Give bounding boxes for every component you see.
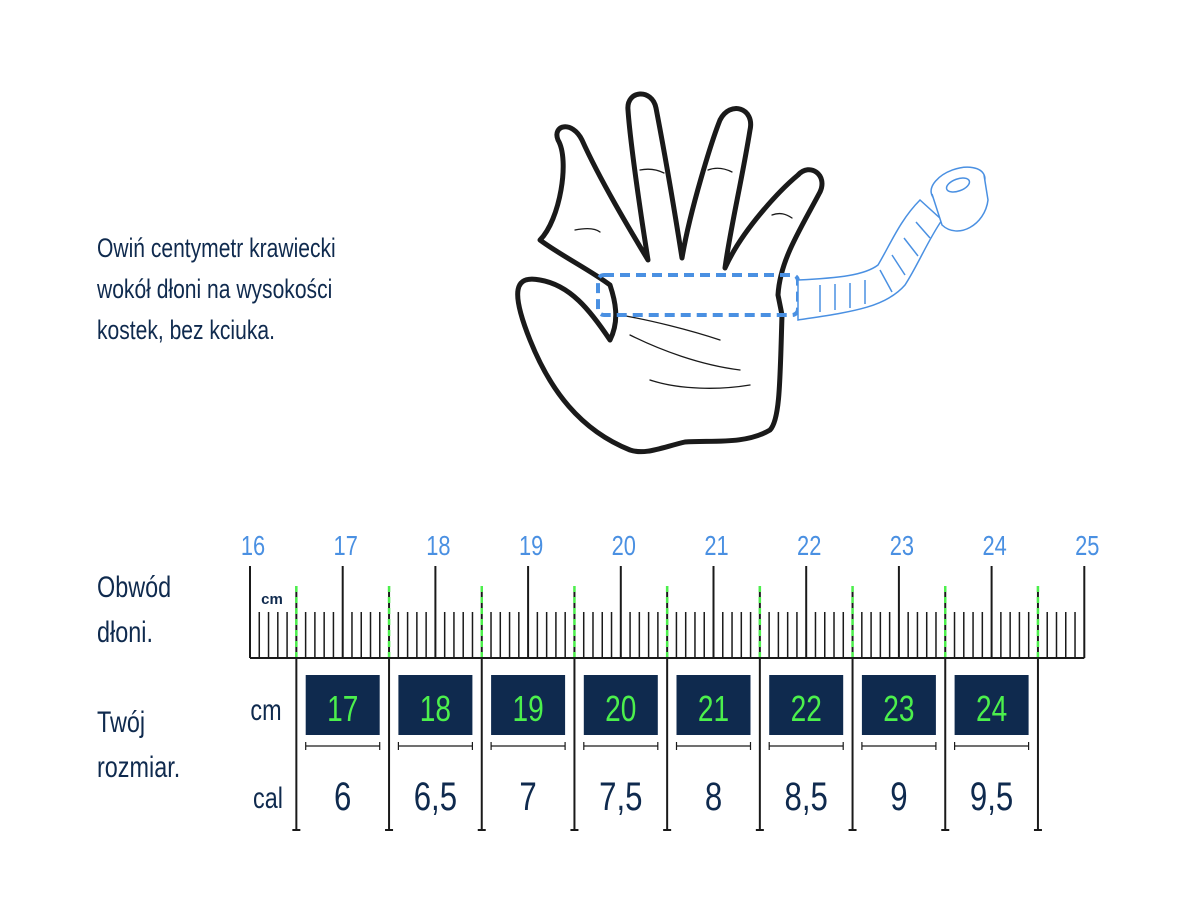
size-cm-value: 23 xyxy=(883,689,914,729)
ruler-number: 23 xyxy=(890,530,914,561)
ruler-number: 22 xyxy=(797,530,821,561)
size-inch-value: 9 xyxy=(890,774,907,819)
measuring-tape-icon xyxy=(797,166,989,321)
size-cm-value: 19 xyxy=(512,689,543,729)
hand-illustration xyxy=(515,91,989,455)
size-cm-value: 17 xyxy=(327,689,358,729)
ruler-number: 20 xyxy=(612,530,636,561)
circumference-label-line: dłoni. xyxy=(97,616,153,649)
size-cm-value: 22 xyxy=(791,689,822,729)
size-inch-value: 7 xyxy=(519,774,536,819)
size-label-line: rozmiar. xyxy=(97,751,181,784)
size-cm-value: 24 xyxy=(976,689,1007,729)
ruler-number: 21 xyxy=(704,530,728,561)
size-cm-box xyxy=(491,675,566,735)
size-inch-value: 9,5 xyxy=(970,774,1013,819)
ruler-unit-label: cm xyxy=(261,591,283,608)
size-cm-box xyxy=(398,675,473,735)
ruler: 16 17 18 19 20 21 22 23 24 25 cm xyxy=(241,530,1099,659)
size-cm-value: 20 xyxy=(605,689,636,729)
instruction-text: Owiń centymetr krawiecki wokół dłoni na … xyxy=(97,228,336,351)
ruler-number: 24 xyxy=(982,530,1006,561)
size-inch-value: 6,5 xyxy=(414,774,457,819)
size-inch-value: 6 xyxy=(334,774,351,819)
ruler-number: 19 xyxy=(519,530,543,561)
size-label: Twój rozmiar. xyxy=(97,700,180,790)
size-table: cm cal 17 6 18 6,5 19 7 20 7,5 21 8 22 8,5 23 9 24 9,5 xyxy=(250,658,1042,831)
ruler-number: 17 xyxy=(334,530,358,561)
instruction-line: kostek, bez kciuka. xyxy=(97,315,275,345)
instruction-line: wokół dłoni na wysokości xyxy=(97,274,333,304)
row-label-cm: cm xyxy=(250,693,281,726)
size-inch-value: 7,5 xyxy=(599,774,642,819)
size-cm-box xyxy=(583,675,658,735)
size-inch-value: 8 xyxy=(705,774,722,819)
size-cm-value: 18 xyxy=(420,689,451,729)
circumference-label: Obwód dłoni. xyxy=(97,565,171,655)
hand-outline-icon xyxy=(515,91,825,455)
ruler-number: 16 xyxy=(241,530,265,561)
circumference-label-line: Obwód xyxy=(97,571,172,604)
size-cm-box xyxy=(861,675,936,735)
size-cm-box xyxy=(305,675,380,735)
size-cm-box xyxy=(954,675,1029,735)
ruler-number: 18 xyxy=(426,530,450,561)
instruction-line: Owiń centymetr krawiecki xyxy=(97,233,336,263)
size-cm-box xyxy=(769,675,844,735)
size-label-line: Twój xyxy=(97,706,146,739)
size-cm-value: 21 xyxy=(698,689,729,729)
row-label-inch: cal xyxy=(253,781,283,814)
ruler-number: 25 xyxy=(1075,530,1099,561)
size-inch-value: 8,5 xyxy=(785,774,828,819)
size-cm-box xyxy=(676,675,751,735)
